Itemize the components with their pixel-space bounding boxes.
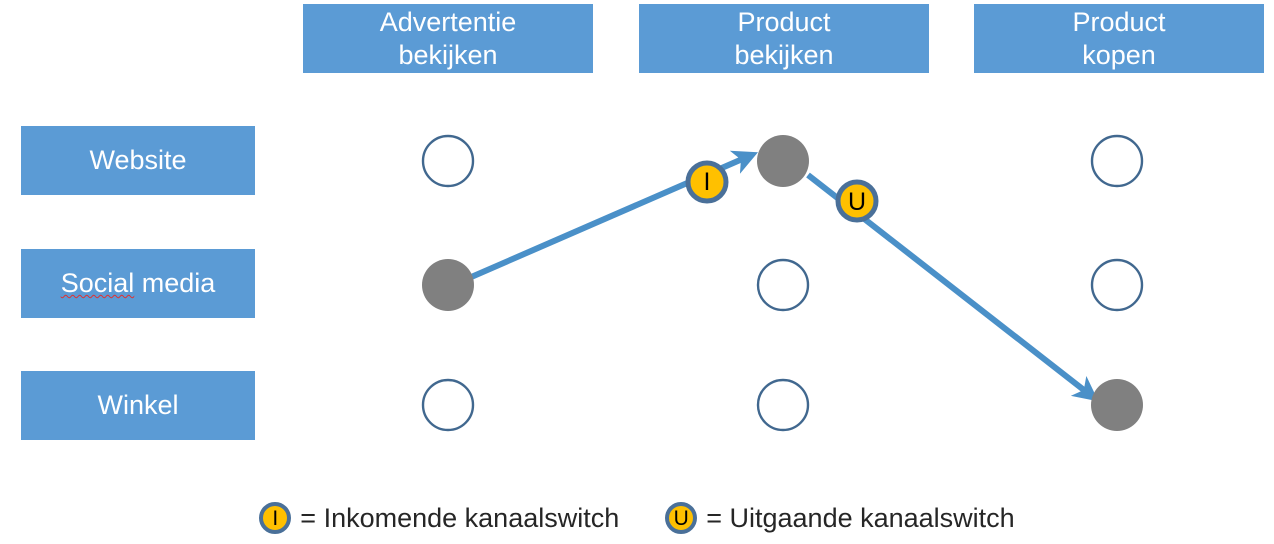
- legend-badge-incoming-icon: I: [259, 502, 292, 534]
- badge-incoming-switch-label: I: [704, 168, 711, 196]
- misspelled-word: Social: [60, 268, 135, 298]
- badge-outgoing-switch[interactable]: U: [835, 179, 879, 223]
- node-social-media-product-kopen[interactable]: [1090, 258, 1144, 312]
- legend-label-outgoing: = Uitgaande kanaalswitch: [706, 502, 1015, 533]
- row-label-social-media: Social media: [21, 249, 255, 318]
- legend-badge-outgoing-icon: U: [665, 502, 698, 534]
- node-social-media-advertentie-bekijken[interactable]: [422, 259, 474, 311]
- legend-label-incoming: = Inkomende kanaalswitch: [300, 502, 620, 533]
- badge-incoming-switch[interactable]: I: [685, 160, 729, 204]
- row-label-social-media-rest: media: [134, 268, 216, 298]
- row-label-winkel: Winkel: [21, 371, 255, 440]
- legend-item-incoming: I = Inkomende kanaalswitch: [259, 502, 619, 534]
- node-winkel-advertentie-bekijken[interactable]: [421, 378, 475, 432]
- node-website-advertentie-bekijken[interactable]: [421, 134, 475, 188]
- node-website-product-kopen[interactable]: [1090, 134, 1144, 188]
- column-header-advertentie-bekijken: Advertentie bekijken: [303, 4, 593, 73]
- node-winkel-product-bekijken[interactable]: [756, 378, 810, 432]
- row-label-website: Website: [21, 126, 255, 195]
- node-social-media-product-bekijken[interactable]: [756, 258, 810, 312]
- column-header-product-bekijken: Product bekijken: [639, 4, 929, 73]
- badge-outgoing-switch-label: U: [848, 188, 866, 216]
- node-winkel-product-kopen[interactable]: [1091, 379, 1143, 431]
- legend: I = Inkomende kanaalswitch U = Uitgaande…: [0, 494, 1274, 542]
- column-header-product-kopen: Product kopen: [974, 4, 1264, 73]
- legend-item-outgoing: U = Uitgaande kanaalswitch: [665, 502, 1015, 534]
- node-website-product-bekijken[interactable]: [757, 135, 809, 187]
